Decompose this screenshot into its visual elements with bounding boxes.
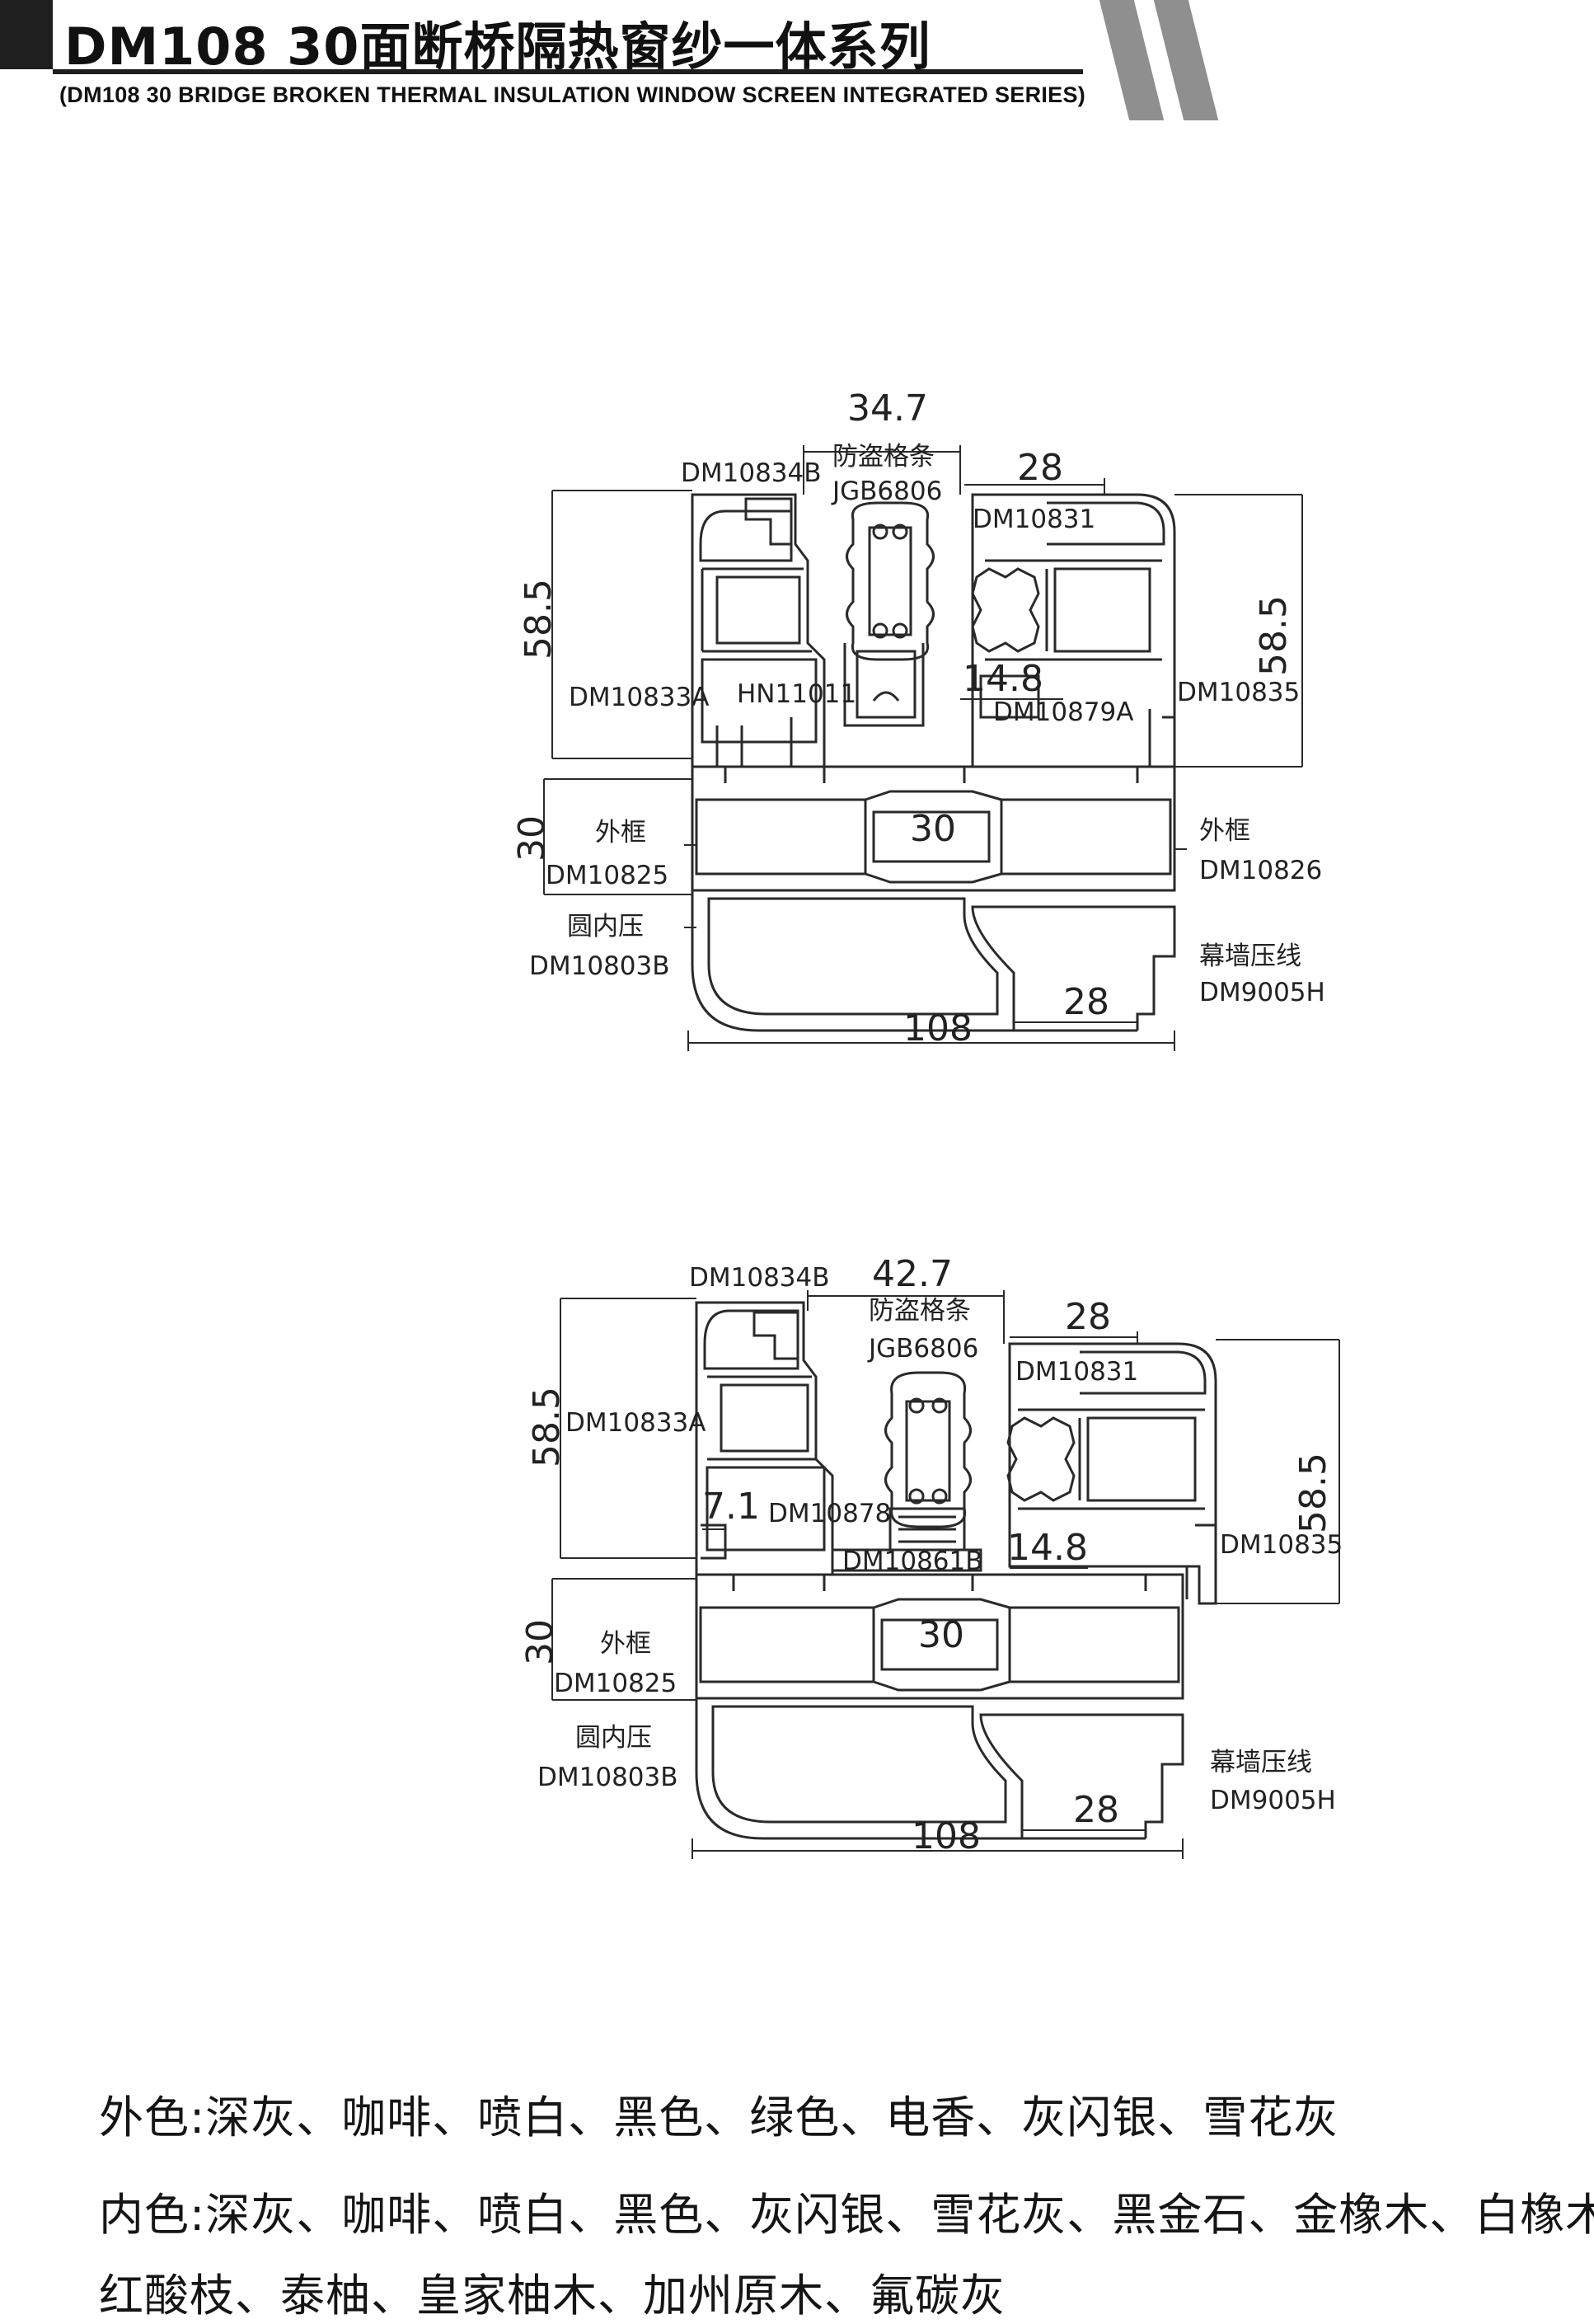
dim-mid-thick-2: 14.8 bbox=[1007, 1527, 1088, 1569]
dimension-lines-1 bbox=[543, 445, 1303, 1051]
profile-dm10831-dm10835 bbox=[971, 493, 1176, 768]
dimension-texts-2: 42.7 28 58.5 58.5 7.1 14.8 30 30 28 108 bbox=[519, 1253, 1334, 1857]
label-round-bead-2: 圆内压 bbox=[575, 1723, 652, 1753]
page-title: DM108 30面断桥隔热窗纱一体系列 bbox=[64, 16, 931, 77]
dim-small-7-1: 7.1 bbox=[702, 1486, 760, 1528]
label-curtain-bead-2: 幕墙压线 bbox=[1210, 1748, 1312, 1777]
title-underline bbox=[53, 69, 1083, 74]
label-outer-frame-2: 外框 bbox=[600, 1629, 651, 1659]
label-dm10879a: DM10879A bbox=[993, 697, 1133, 727]
label-dm10803b: DM10803B bbox=[529, 951, 670, 981]
label-dm10835-2: DM10835 bbox=[1220, 1530, 1343, 1560]
label-dm10831-2: DM10831 bbox=[1015, 1357, 1138, 1387]
label-dm10833a: DM10833A bbox=[569, 683, 709, 712]
dim-total-width-2: 108 bbox=[912, 1815, 981, 1857]
page-subtitle: (DM108 30 BRIDGE BROKEN THERMAL INSULATI… bbox=[59, 82, 1086, 107]
label-dm10826: DM10826 bbox=[1199, 856, 1322, 885]
dim-right-top: 28 bbox=[1017, 447, 1063, 489]
dim-left-height: 58.5 bbox=[518, 579, 560, 660]
label-dm10878: DM10878 bbox=[768, 1499, 891, 1528]
dim-bottom-28: 28 bbox=[1063, 981, 1109, 1023]
dim-right-top-2: 28 bbox=[1065, 1296, 1111, 1338]
dim-mid-thick: 14.8 bbox=[963, 658, 1043, 700]
anti-theft-bar-jgb6806-2 bbox=[884, 1371, 972, 1528]
profile-outer-frame bbox=[691, 765, 1176, 892]
section-drawing-2 bbox=[695, 1301, 1217, 1840]
label-dm10803b-2: DM10803B bbox=[537, 1763, 678, 1792]
dim-right-height: 58.5 bbox=[1253, 595, 1295, 676]
label-dm10825: DM10825 bbox=[546, 861, 668, 890]
section-drawing-1 bbox=[691, 493, 1176, 1032]
label-round-bead: 圆内压 bbox=[567, 912, 644, 941]
profile-dm10803b-dm9005h bbox=[691, 890, 1176, 1032]
anti-theft-bar-jgb6806 bbox=[846, 501, 935, 661]
dimension-texts-1: 34.7 28 58.5 58.5 14.8 30 30 28 108 bbox=[511, 387, 1295, 1049]
label-anti-theft: 防盗格条 bbox=[832, 442, 935, 472]
label-jgb6806: JGB6806 bbox=[831, 477, 942, 506]
label-anti-theft-2: 防盗格条 bbox=[869, 1296, 971, 1326]
profile-dm10878-dm10861b bbox=[832, 1507, 982, 1572]
dim-center-30-2: 30 bbox=[918, 1614, 964, 1656]
inner-color-list-line1: 内色:深灰、咖啡、喷白、黑色、灰闪银、雪花灰、黑金石、金橡木、白橡木、 bbox=[99, 2189, 1594, 2241]
dim-top-width: 34.7 bbox=[847, 387, 928, 430]
profile-hn11011 bbox=[843, 643, 925, 727]
label-outer-frame-left: 外框 bbox=[595, 818, 646, 847]
profile-dm10833a bbox=[691, 493, 826, 768]
part-labels-1: DM10834B 防盗格条 JGB6806 DM10831 DM10833A H… bbox=[529, 442, 1325, 1007]
dim-left-height-2: 58.5 bbox=[526, 1387, 568, 1467]
profile-dm10831-dm10835-2 bbox=[1006, 1342, 1217, 1605]
label-dm10833a-2: DM10833A bbox=[565, 1408, 706, 1438]
label-dm10835: DM10835 bbox=[1177, 678, 1300, 707]
profile-outer-frame-2 bbox=[695, 1573, 1184, 1700]
label-dm10834b: DM10834B bbox=[681, 458, 822, 488]
page-header: DM108 30面断桥隔热窗纱一体系列 (DM108 30 BRIDGE BRO… bbox=[0, 0, 1594, 124]
label-curtain-bead: 幕墙压线 bbox=[1199, 941, 1301, 971]
label-outer-frame-right: 外框 bbox=[1199, 816, 1250, 846]
part-labels-2: DM10834B 防盗格条 JGB6806 DM10831 DM10833A D… bbox=[537, 1263, 1343, 1815]
inner-color-list-line2: 红酸枝、泰柚、皇家柚木、加州原木、氟碳灰 bbox=[99, 2270, 1006, 2322]
dim-frame-height-2: 30 bbox=[519, 1619, 561, 1665]
dim-frame-height: 30 bbox=[511, 815, 553, 862]
label-jgb6806-2: JGB6806 bbox=[867, 1334, 978, 1364]
profile-dm10803b-dm9005h-2 bbox=[695, 1698, 1184, 1840]
label-dm9005h-2: DM9005H bbox=[1210, 1786, 1336, 1815]
profile-dm10833a-2 bbox=[695, 1301, 834, 1576]
label-dm10861b: DM10861B bbox=[842, 1547, 983, 1576]
label-dm9005h: DM9005H bbox=[1199, 978, 1325, 1007]
title-accent-block bbox=[0, 0, 53, 69]
title-bar: DM108 30面断桥隔热窗纱一体系列 bbox=[0, 0, 1071, 77]
outer-color-list: 外色:深灰、咖啡、喷白、黑色、绿色、电香、灰闪银、雪花灰 bbox=[99, 2092, 1339, 2143]
label-dm10834b-2: DM10834B bbox=[689, 1263, 830, 1293]
dim-total-width: 108 bbox=[903, 1007, 973, 1049]
label-dm10831: DM10831 bbox=[973, 505, 1095, 534]
dim-bottom-28-2: 28 bbox=[1073, 1789, 1119, 1831]
dim-top-width-2: 42.7 bbox=[872, 1253, 953, 1295]
label-hn11011: HN11011 bbox=[737, 679, 856, 709]
dim-right-height-2: 58.5 bbox=[1292, 1453, 1334, 1533]
dim-center-30: 30 bbox=[910, 808, 956, 850]
dimension-lines-2 bbox=[551, 1290, 1340, 1859]
label-dm10825-2: DM10825 bbox=[554, 1669, 677, 1698]
